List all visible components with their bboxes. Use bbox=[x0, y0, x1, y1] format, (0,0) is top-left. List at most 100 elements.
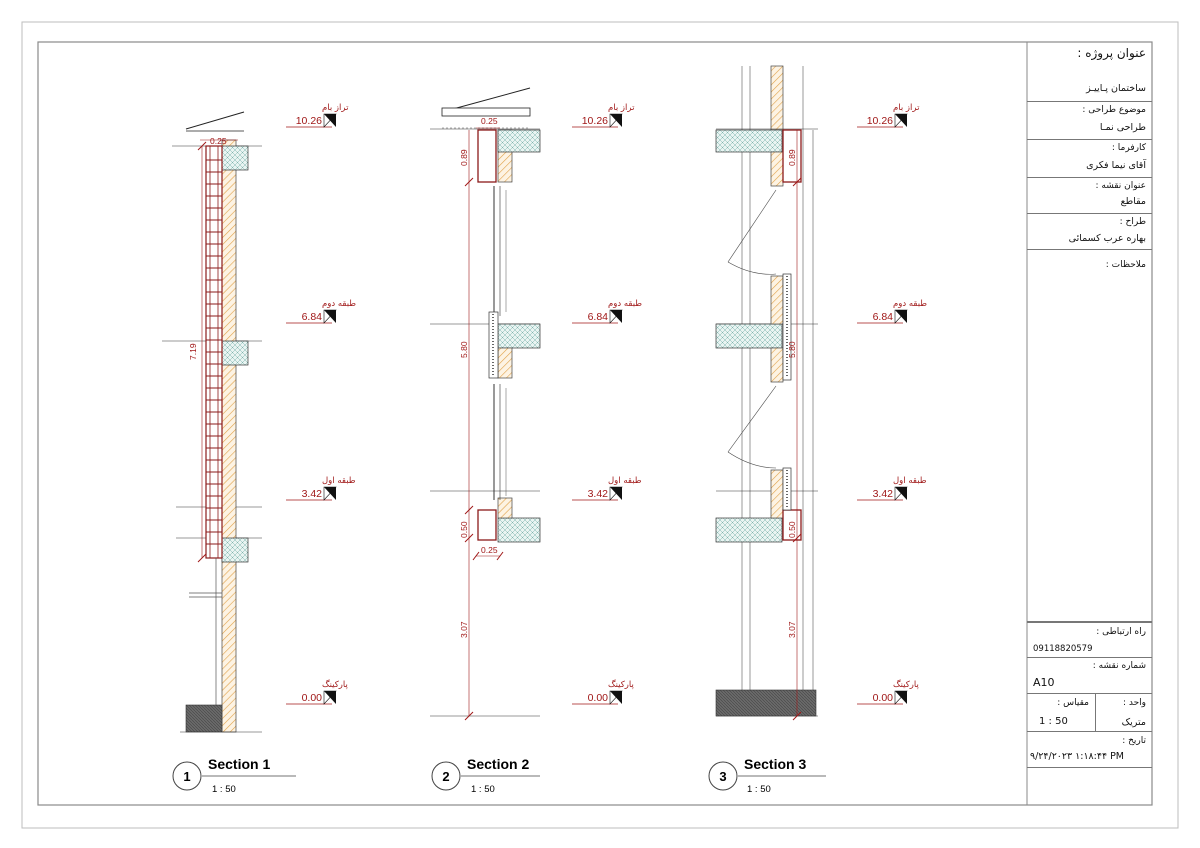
level-value: 6.84 bbox=[302, 311, 323, 323]
level-marker-s2-3: پارکینگ 0.00 bbox=[572, 679, 634, 705]
s3-dim-floor: 5.80 bbox=[787, 341, 797, 358]
tb-sheet-number: شماره نقشه : A10 bbox=[1027, 658, 1152, 694]
designer-label: طراح : bbox=[1119, 217, 1146, 227]
section-3-number: 3 bbox=[719, 769, 726, 784]
section-2-drawing bbox=[430, 87, 541, 721]
section-2-title: 2 Section 2 1 : 50 bbox=[431, 756, 540, 795]
level-value: 3.42 bbox=[588, 488, 609, 500]
level-name: طبقه دوم bbox=[893, 299, 927, 309]
unit-value: متریک bbox=[1121, 717, 1146, 728]
tb-contact: راه ارتباطی : 09118820579 bbox=[1027, 622, 1152, 658]
level-value: 6.84 bbox=[588, 311, 609, 323]
section-2-scale: 1 : 50 bbox=[471, 784, 495, 795]
outer-border bbox=[21, 21, 1179, 829]
inner-border bbox=[37, 41, 1153, 806]
section-1-label: Section 1 bbox=[208, 756, 270, 772]
level-value: 3.42 bbox=[302, 488, 323, 500]
designer-value: بهاره عرب کسمائی bbox=[1068, 233, 1146, 244]
s3-dim-parapet: 0.89 bbox=[787, 149, 797, 166]
level-value: 0.00 bbox=[588, 692, 609, 704]
level-name: طبقه اول bbox=[322, 476, 356, 486]
sheet-number-label: شماره نقشه : bbox=[1092, 661, 1146, 671]
level-marker-s1-2: طبقه اول 3.42 bbox=[286, 476, 356, 501]
s3-dim-sill: 0.50 bbox=[787, 521, 797, 538]
level-value: 3.42 bbox=[873, 488, 894, 500]
level-name: تراز بام bbox=[893, 103, 920, 113]
contact-value: 09118820579 bbox=[1033, 644, 1093, 654]
sheet-title-label: عنوان نقشه : bbox=[1095, 181, 1146, 191]
scale-value: 1 : 50 bbox=[1039, 716, 1068, 727]
section-2-label: Section 2 bbox=[467, 756, 529, 772]
level-value: 10.26 bbox=[296, 115, 322, 127]
tb-unit-scale: واحد : متریک مقیاس : 1 : 50 bbox=[1027, 694, 1152, 732]
tb-sheet-title: عنوان نقشه : مقاطع bbox=[1027, 178, 1152, 214]
level-marker-s2-2: طبقه اول 3.42 bbox=[572, 476, 642, 501]
project-label: عنوان پروژه : bbox=[1077, 46, 1146, 60]
scale-label: مقیاس : bbox=[1057, 698, 1089, 708]
level-value: 0.00 bbox=[302, 692, 323, 704]
s2-dim-parapet: 0.89 bbox=[459, 149, 469, 166]
section-3-title: 3 Section 3 1 : 50 bbox=[708, 756, 826, 795]
level-marker-s1-3: پارکینگ 0.00 bbox=[286, 679, 348, 705]
level-name: تراز بام bbox=[322, 103, 349, 113]
section-3-drawing bbox=[715, 65, 818, 721]
section-3-label: Section 3 bbox=[744, 756, 806, 772]
section-2-number: 2 bbox=[442, 769, 449, 784]
level-marker-s3-3: پارکینگ 0.00 bbox=[857, 679, 919, 705]
date-value: ۹/۲۴/۲۰۲۳ ۱:۱۸:۴۴ PM bbox=[1030, 751, 1124, 762]
s2-dim-bottom-width: 0.25 bbox=[481, 545, 498, 555]
level-value: 0.00 bbox=[873, 692, 894, 704]
subject-label: موضوع طراحی : bbox=[1082, 105, 1146, 115]
s2-dim-sill: 0.50 bbox=[459, 521, 469, 538]
tb-project: عنوان پروژه : ساختمان پـاییـز bbox=[1027, 42, 1152, 102]
level-name: طبقه دوم bbox=[322, 299, 356, 309]
s3-dim-base: 3.07 bbox=[787, 621, 797, 638]
s2-dim-base: 3.07 bbox=[459, 621, 469, 638]
s1-dim-top: 0.25 bbox=[210, 136, 227, 146]
section-1-number-circle bbox=[172, 761, 202, 791]
title-block: عنوان پروژه : ساختمان پـاییـز موضوع طراح… bbox=[1027, 42, 1152, 805]
project-value: ساختمان پـاییـز bbox=[1086, 83, 1146, 94]
section-1-drawing bbox=[162, 111, 262, 733]
level-value: 10.26 bbox=[867, 115, 893, 127]
client-value: آقای نیما فکری bbox=[1086, 160, 1146, 171]
level-name: پارکینگ bbox=[322, 679, 348, 690]
section-1-title: 1 Section 1 1 : 50 bbox=[172, 756, 296, 795]
tb-notes: ملاحظات : bbox=[1027, 250, 1152, 622]
date-label: تاریخ : bbox=[1122, 736, 1146, 746]
tb-date: تاریخ : ۹/۲۴/۲۰۲۳ ۱:۱۸:۴۴ PM bbox=[1027, 732, 1152, 768]
level-name: طبقه دوم bbox=[608, 299, 642, 309]
subject-value: طراحی نمـا bbox=[1099, 122, 1146, 133]
section-1-number: 1 bbox=[183, 769, 190, 784]
level-marker-s3-1: طبقه دوم 6.84 bbox=[857, 299, 927, 324]
notes-label: ملاحظات : bbox=[1105, 260, 1146, 270]
tb-designer: طراح : بهاره عرب کسمائی bbox=[1027, 214, 1152, 250]
level-marker-s1-1: طبقه دوم 6.84 bbox=[286, 299, 356, 324]
level-marker-s3-2: طبقه اول 3.42 bbox=[857, 476, 927, 501]
s2-dim-top-width: 0.25 bbox=[481, 116, 498, 126]
section-2-number-circle bbox=[431, 761, 461, 791]
sheet-number-value: A10 bbox=[1033, 676, 1055, 689]
sheet-title-value: مقاطع bbox=[1120, 196, 1146, 207]
level-name: طبقه اول bbox=[608, 476, 642, 486]
level-name: پارکینگ bbox=[893, 679, 919, 690]
client-label: کارفرما : bbox=[1111, 143, 1146, 153]
s1-dim-height: 7.19 bbox=[188, 343, 198, 360]
level-name: پارکینگ bbox=[608, 679, 634, 690]
level-name: طبقه اول bbox=[893, 476, 927, 486]
s2-dim-floor: 5.80 bbox=[459, 341, 469, 358]
level-value: 6.84 bbox=[873, 311, 894, 323]
level-value: 10.26 bbox=[582, 115, 608, 127]
tb-client: کارفرما : آقای نیما فکری bbox=[1027, 140, 1152, 178]
level-marker-s2-1: طبقه دوم 6.84 bbox=[572, 299, 642, 324]
section-3-scale: 1 : 50 bbox=[747, 784, 771, 795]
level-name: تراز بام bbox=[608, 103, 635, 113]
contact-label: راه ارتباطی : bbox=[1096, 627, 1146, 637]
unit-label: واحد : bbox=[1122, 698, 1146, 708]
section-3-number-circle bbox=[708, 761, 738, 791]
